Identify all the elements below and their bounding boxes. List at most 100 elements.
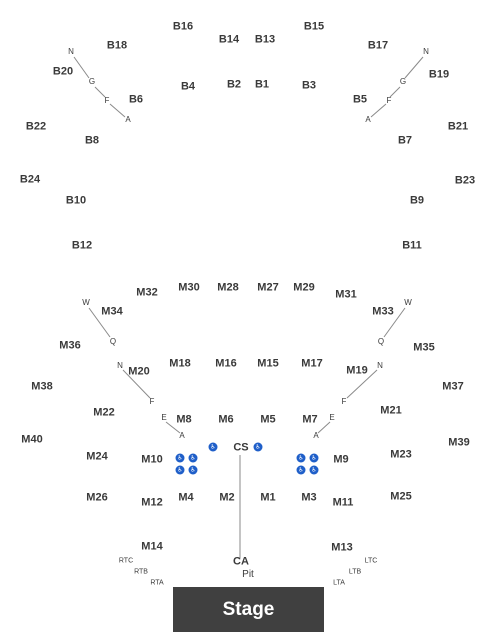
section-m7[interactable]: M7 xyxy=(302,413,318,426)
section-b20[interactable]: B20 xyxy=(52,65,74,78)
stage-label: Stage xyxy=(222,598,275,620)
box-rta[interactable]: RTA xyxy=(150,579,164,587)
section-m34[interactable]: M34 xyxy=(101,305,123,318)
section-b12[interactable]: B12 xyxy=(71,239,93,252)
section-m4[interactable]: M4 xyxy=(178,491,194,504)
section-b23[interactable]: B23 xyxy=(454,174,476,187)
section-ca[interactable]: CA xyxy=(233,555,249,568)
pit-label[interactable]: Pit xyxy=(242,569,254,580)
wheelchair-accessible-icon[interactable] xyxy=(208,442,218,452)
section-b18[interactable]: B18 xyxy=(106,39,128,52)
box-rtc[interactable]: RTC xyxy=(118,557,134,565)
box-ltc[interactable]: LTC xyxy=(364,557,378,565)
row-marker-n-mid-right: N xyxy=(377,361,383,370)
section-m32[interactable]: M32 xyxy=(136,286,158,299)
section-b15[interactable]: B15 xyxy=(303,20,325,33)
section-m19[interactable]: M19 xyxy=(346,364,368,377)
section-b6[interactable]: B6 xyxy=(128,93,144,106)
section-m30[interactable]: M30 xyxy=(178,281,200,294)
section-m27[interactable]: M27 xyxy=(257,281,279,294)
section-m11[interactable]: M11 xyxy=(332,496,354,509)
section-b24[interactable]: B24 xyxy=(19,173,41,186)
section-m40[interactable]: M40 xyxy=(21,433,43,446)
section-m29[interactable]: M29 xyxy=(293,281,315,294)
section-m36[interactable]: M36 xyxy=(59,339,81,352)
section-m1[interactable]: M1 xyxy=(260,491,276,504)
section-m23[interactable]: M23 xyxy=(390,448,412,461)
row-marker-a-right: A xyxy=(365,115,371,124)
section-m21[interactable]: M21 xyxy=(380,404,402,417)
section-m22[interactable]: M22 xyxy=(93,406,115,419)
section-m18[interactable]: M18 xyxy=(169,357,191,370)
row-marker-n-mid-left: N xyxy=(117,361,123,370)
stage[interactable]: Stage xyxy=(173,587,324,632)
wheelchair-accessible-icon[interactable] xyxy=(175,465,185,475)
section-m25[interactable]: M25 xyxy=(390,490,412,503)
section-m12[interactable]: M12 xyxy=(141,496,163,509)
wheelchair-accessible-icon[interactable] xyxy=(188,465,198,475)
section-m5[interactable]: M5 xyxy=(260,413,276,426)
wheelchair-accessible-icon[interactable] xyxy=(309,453,319,463)
box-lta[interactable]: LTA xyxy=(333,579,345,587)
section-m8[interactable]: M8 xyxy=(176,413,192,426)
row-marker-e-left: E xyxy=(161,413,167,422)
section-m24[interactable]: M24 xyxy=(86,450,108,463)
section-m14[interactable]: M14 xyxy=(141,540,163,553)
row-marker-g-right: G xyxy=(399,77,407,86)
section-m39[interactable]: M39 xyxy=(448,436,470,449)
section-b5[interactable]: B5 xyxy=(352,93,368,106)
row-marker-f-left: F xyxy=(104,96,110,105)
section-b10[interactable]: B10 xyxy=(65,194,87,207)
section-m20[interactable]: M20 xyxy=(128,365,150,378)
row-marker-g-left: G xyxy=(88,77,96,86)
section-b14[interactable]: B14 xyxy=(218,33,240,46)
section-b1[interactable]: B1 xyxy=(254,78,270,91)
section-b22[interactable]: B22 xyxy=(25,120,47,133)
wheelchair-accessible-icon[interactable] xyxy=(309,465,319,475)
section-b19[interactable]: B19 xyxy=(428,68,450,81)
row-marker-n-left: N xyxy=(68,47,74,56)
section-b4[interactable]: B4 xyxy=(180,80,196,93)
wheelchair-accessible-icon[interactable] xyxy=(188,453,198,463)
section-b13[interactable]: B13 xyxy=(254,33,276,46)
section-b11[interactable]: B11 xyxy=(402,239,422,252)
wheelchair-accessible-icon[interactable] xyxy=(175,453,185,463)
section-b8[interactable]: B8 xyxy=(84,134,100,147)
section-m35[interactable]: M35 xyxy=(413,341,435,354)
section-b21[interactable]: B21 xyxy=(447,120,469,133)
row-marker-f-right: F xyxy=(386,96,392,105)
section-m33[interactable]: M33 xyxy=(372,305,394,318)
section-m31[interactable]: M31 xyxy=(335,288,357,301)
wheelchair-accessible-icon[interactable] xyxy=(296,465,306,475)
section-m3[interactable]: M3 xyxy=(301,491,317,504)
row-marker-q-right: Q xyxy=(377,337,385,346)
section-m6[interactable]: M6 xyxy=(218,413,234,426)
box-rtb[interactable]: RTB xyxy=(134,568,148,576)
section-m9[interactable]: M9 xyxy=(333,453,349,466)
section-b16[interactable]: B16 xyxy=(172,20,194,33)
section-m16[interactable]: M16 xyxy=(215,357,237,370)
box-ltb[interactable]: LTB xyxy=(348,568,362,576)
row-marker-f-mid-right: F xyxy=(341,397,347,406)
section-m37[interactable]: M37 xyxy=(442,380,464,393)
section-b9[interactable]: B9 xyxy=(409,194,425,207)
row-marker-e-right: E xyxy=(329,413,335,422)
section-m17[interactable]: M17 xyxy=(301,357,323,370)
section-m26[interactable]: M26 xyxy=(86,491,108,504)
section-m28[interactable]: M28 xyxy=(217,281,239,294)
section-b3[interactable]: B3 xyxy=(301,79,317,92)
section-b17[interactable]: B17 xyxy=(367,39,389,52)
section-m13[interactable]: M13 xyxy=(331,541,353,554)
wheelchair-accessible-icon[interactable] xyxy=(296,453,306,463)
row-marker-w-left: W xyxy=(82,298,90,307)
wheelchair-accessible-icon[interactable] xyxy=(253,442,263,452)
section-m38[interactable]: M38 xyxy=(31,380,53,393)
section-m15[interactable]: M15 xyxy=(257,357,279,370)
row-marker-w-right: W xyxy=(404,298,412,307)
section-m10[interactable]: M10 xyxy=(141,453,163,466)
section-b7[interactable]: B7 xyxy=(397,134,413,147)
section-b2[interactable]: B2 xyxy=(226,78,242,91)
section-m2[interactable]: M2 xyxy=(219,491,235,504)
row-marker-a-left: A xyxy=(125,115,131,124)
section-cs[interactable]: CS xyxy=(233,441,249,454)
